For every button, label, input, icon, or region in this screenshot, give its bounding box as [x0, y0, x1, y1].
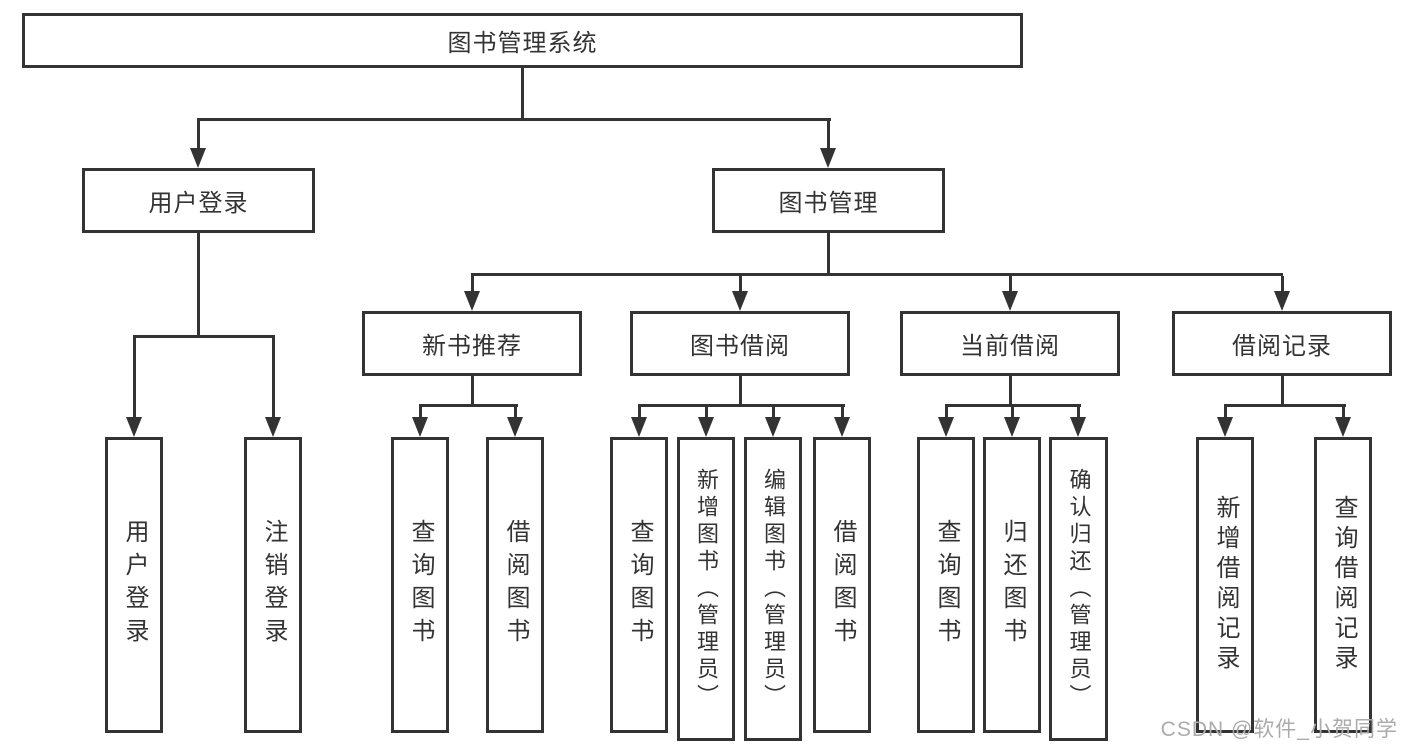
- node-label: 编辑图书（管理员）: [761, 467, 786, 711]
- node-label: 查询图书: [933, 519, 960, 651]
- connector-line: [945, 404, 1081, 407]
- connector-line: [521, 68, 524, 118]
- node-label: 新增借阅记录: [1212, 495, 1239, 675]
- node-label: 借阅图书: [502, 519, 529, 651]
- connector-line: [419, 407, 422, 417]
- node-label: 注销登录: [260, 519, 287, 651]
- arrow-down-icon: [1070, 417, 1086, 437]
- connector-line: [1009, 376, 1012, 404]
- node-label: 归还图书: [999, 519, 1026, 651]
- leaf-edit-book-admin: 编辑图书（管理员）: [744, 437, 802, 741]
- connector-line: [514, 407, 517, 417]
- leaf-logout: 注销登录: [244, 437, 302, 733]
- leaf-add-book-admin: 新增图书（管理员）: [677, 437, 735, 741]
- leaf-add-borrow-record: 新增借阅记录: [1196, 437, 1254, 733]
- connector-line: [1224, 404, 1346, 407]
- leaf-user-login: 用户登录: [105, 437, 163, 733]
- connector-line: [739, 276, 742, 291]
- connector-line: [1281, 376, 1284, 404]
- node-new-book-recommend: 新书推荐: [362, 311, 582, 376]
- connector-line: [827, 121, 830, 150]
- arrow-down-icon: [938, 417, 954, 437]
- arrow-down-icon: [1274, 291, 1290, 311]
- connector-line: [133, 335, 275, 338]
- leaf-query-books-current: 查询图书: [917, 437, 975, 733]
- csdn-watermark: CSDN @软件_小贺同学: [1160, 718, 1398, 741]
- arrow-down-icon: [126, 417, 142, 437]
- connector-line: [739, 376, 742, 404]
- node-label: 借阅图书: [829, 519, 856, 651]
- arrow-down-icon: [631, 417, 647, 437]
- node-label: 用户登录: [121, 519, 148, 651]
- node-current-borrow: 当前借阅: [900, 311, 1120, 376]
- arrow-down-icon: [1217, 417, 1233, 437]
- leaf-query-books-borrow: 查询图书: [610, 437, 668, 733]
- leaf-borrow-books-2: 借阅图书: [813, 437, 871, 733]
- connector-line: [471, 273, 1283, 276]
- connector-line: [419, 404, 518, 407]
- connector-line: [841, 407, 844, 417]
- connector-line: [772, 407, 775, 417]
- arrow-down-icon: [765, 417, 781, 437]
- node-user-login: 用户登录: [82, 168, 315, 233]
- arrow-down-icon: [732, 291, 748, 311]
- connector-line: [705, 407, 708, 417]
- node-label: 确认归还（管理员）: [1066, 467, 1092, 711]
- connector-line: [945, 407, 948, 417]
- connector-line: [1009, 276, 1012, 291]
- arrow-down-icon: [698, 417, 714, 437]
- node-label: 新书推荐: [422, 333, 522, 360]
- node-borrow-records: 借阅记录: [1172, 311, 1392, 376]
- connector-line: [1224, 407, 1227, 417]
- arrow-down-icon: [412, 417, 428, 437]
- node-label: 图书管理: [778, 190, 879, 217]
- leaf-query-borrow-record: 查询借阅记录: [1314, 437, 1372, 733]
- connector-line: [133, 338, 136, 417]
- leaf-confirm-return-admin: 确认归还（管理员）: [1049, 437, 1108, 741]
- node-label: 查询图书: [407, 519, 434, 651]
- arrow-down-icon: [820, 148, 836, 168]
- node-label: 查询图书: [626, 519, 653, 651]
- connector-line: [1077, 407, 1080, 417]
- node-library-system: 图书管理系统: [22, 13, 1023, 68]
- arrow-down-icon: [265, 417, 281, 437]
- connector-line: [827, 233, 830, 273]
- connector-line: [638, 407, 641, 417]
- node-label: 图书借阅: [690, 333, 790, 360]
- connector-line: [197, 233, 200, 335]
- arrow-down-icon: [464, 291, 480, 311]
- node-label: 新增图书（管理员）: [694, 467, 719, 711]
- arrow-down-icon: [507, 417, 523, 437]
- arrow-down-icon: [834, 417, 850, 437]
- connector-line: [272, 338, 275, 417]
- leaf-return-book: 归还图书: [983, 437, 1041, 733]
- connector-line: [197, 118, 831, 121]
- node-book-management: 图书管理: [712, 168, 945, 233]
- leaf-query-books-recommend: 查询图书: [391, 437, 449, 733]
- arrow-down-icon: [1002, 291, 1018, 311]
- node-label: 图书管理系统: [447, 30, 598, 57]
- connector-line: [197, 121, 200, 150]
- arrow-down-icon: [1004, 417, 1020, 437]
- leaf-borrow-books-recommend: 借阅图书: [486, 437, 544, 733]
- connector-line: [1011, 407, 1014, 417]
- node-label: 当前借阅: [960, 333, 1060, 360]
- node-label: 用户登录: [148, 190, 249, 217]
- connector-line: [471, 276, 474, 291]
- connector-line: [1342, 407, 1345, 417]
- connector-line: [1281, 276, 1284, 291]
- arrow-down-icon: [1335, 417, 1351, 437]
- node-book-borrow: 图书借阅: [630, 311, 850, 376]
- node-label: 查询借阅记录: [1330, 495, 1357, 675]
- connector-line: [471, 376, 474, 404]
- node-label: 借阅记录: [1232, 333, 1332, 360]
- connector-line: [638, 404, 845, 407]
- arrow-down-icon: [190, 148, 206, 168]
